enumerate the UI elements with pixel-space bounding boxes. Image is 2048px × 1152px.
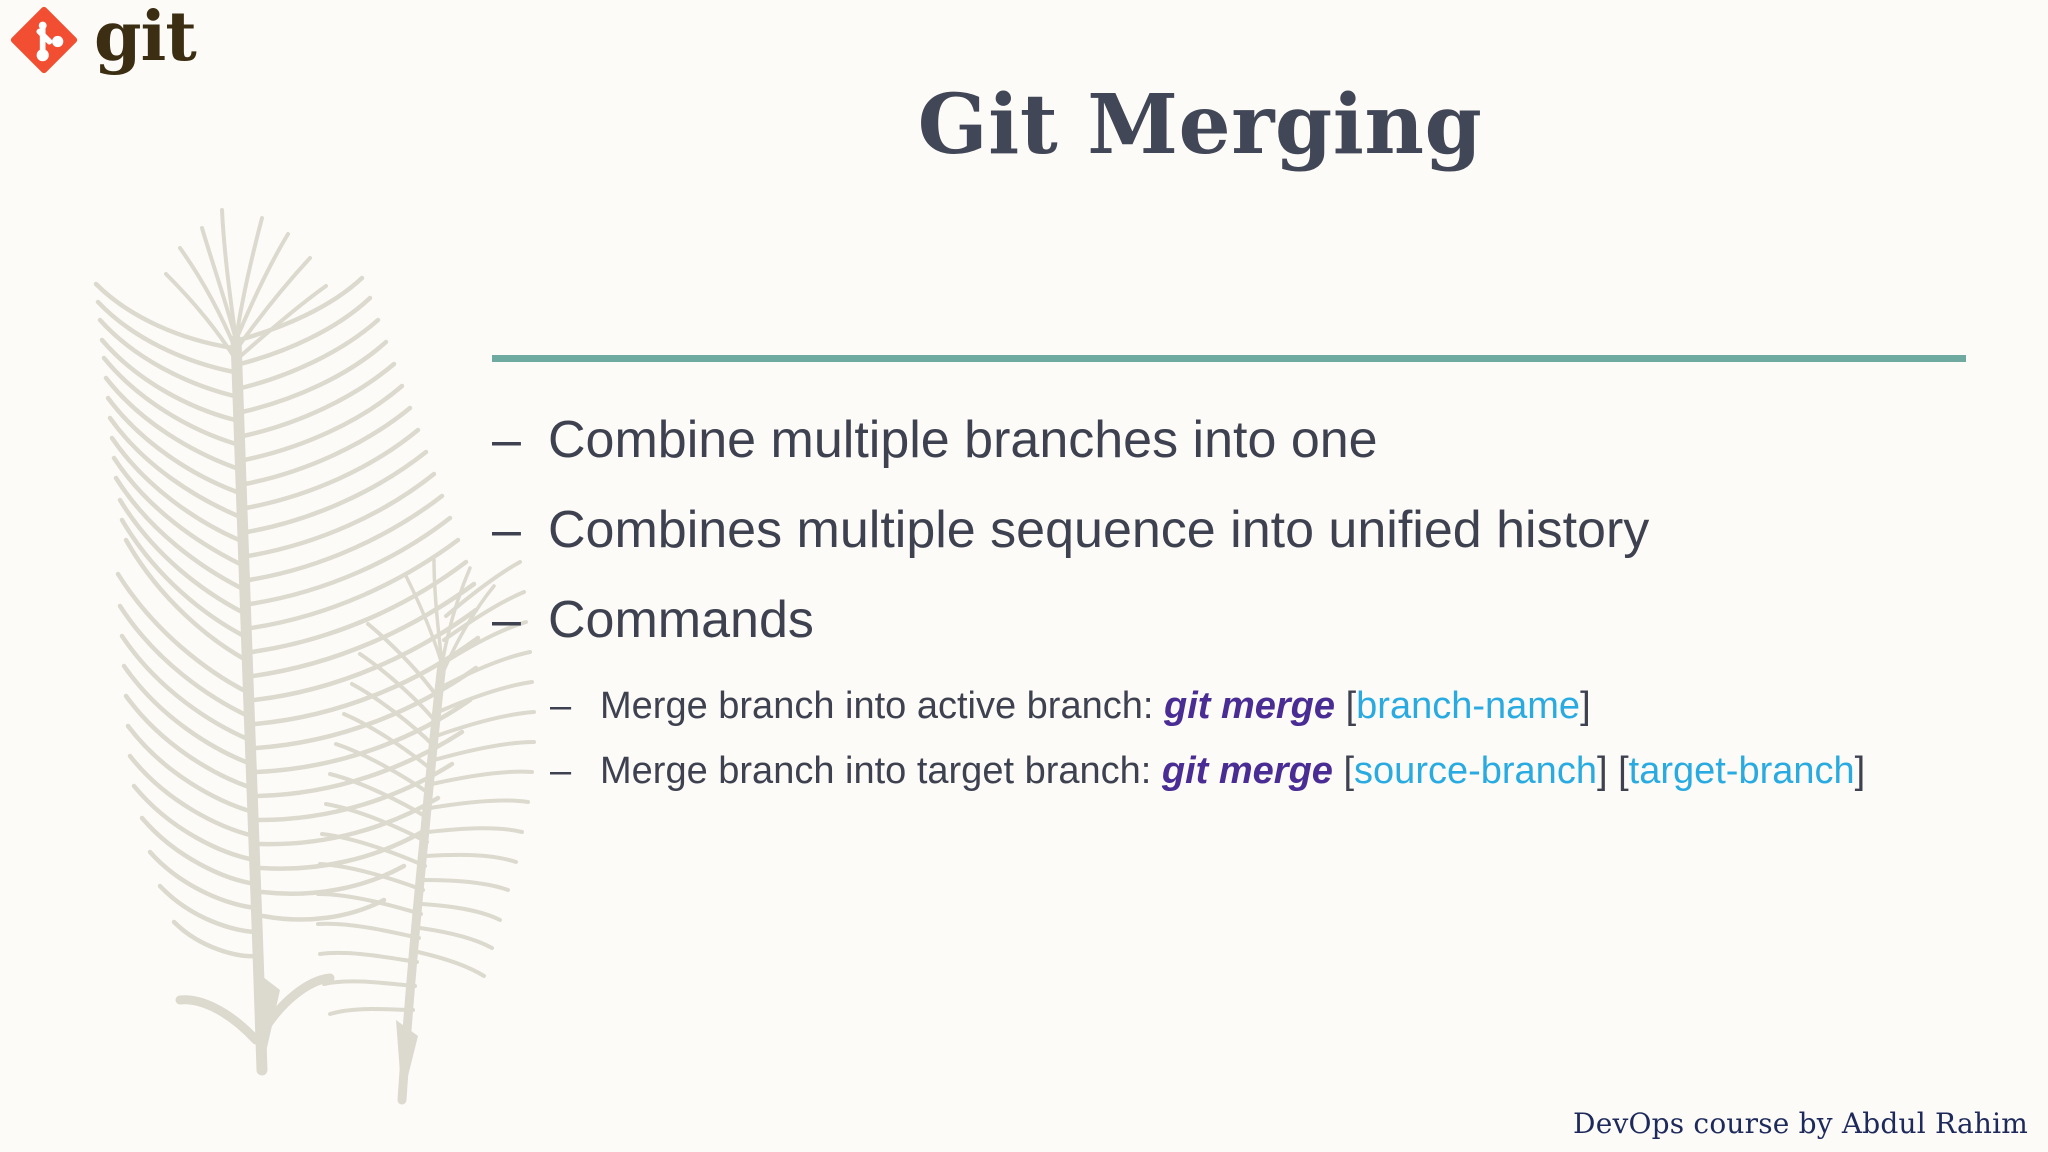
bracket-open: [ <box>1607 750 1629 793</box>
sub-bullet-item: – Merge branch into target branch: git m… <box>550 747 1952 796</box>
bullet-item: – Commands <box>492 592 1952 648</box>
sub-bullet-label: Merge branch into target branch: <box>600 750 1162 793</box>
bullet-item: – Combines multiple sequence into unifie… <box>492 502 1952 558</box>
bullet-text: Combine multiple branches into one <box>548 411 1378 469</box>
git-logo: git <box>6 0 246 80</box>
command-token: git merge <box>1161 750 1333 793</box>
slide-footer: DevOps course by Abdul Rahim <box>1573 1107 2028 1140</box>
page-title: Git Merging <box>917 77 1483 173</box>
bullet-marker: – <box>492 411 521 469</box>
bullet-marker: – <box>492 591 521 650</box>
sub-bullet-text: Merge branch into active branch: git mer… <box>600 682 1952 731</box>
git-wordmark: git <box>94 0 197 77</box>
sub-bullet-label: Merge branch into active branch: <box>600 685 1164 728</box>
bullet-marker: – <box>550 750 572 793</box>
bracket-open: [ <box>1335 685 1357 728</box>
title-divider <box>492 355 1966 362</box>
bracket-close: ] <box>1854 750 1866 793</box>
git-logo-icon <box>10 6 78 74</box>
feather-illustration <box>93 208 536 1105</box>
content-body: – Combine multiple branches into one – C… <box>492 412 1952 812</box>
bullet-text: Combines multiple sequence into unified … <box>548 501 1650 560</box>
argument-token: target-branch <box>1628 750 1855 793</box>
argument-token: source-branch <box>1354 750 1597 793</box>
bullet-marker: – <box>492 501 521 560</box>
bracket-close: ] <box>1580 685 1591 728</box>
sub-bullet-text: Merge branch into target branch: git mer… <box>600 747 1952 796</box>
bullet-marker: – <box>550 685 572 728</box>
bullet-item: – Combine multiple branches into one <box>492 412 1952 468</box>
bullet-text: Commands <box>548 591 814 650</box>
sub-bullet-item: – Merge branch into active branch: git m… <box>550 682 1952 731</box>
argument-token: branch-name <box>1356 685 1581 728</box>
command-token: git merge <box>1163 685 1336 728</box>
bracket-open: [ <box>1332 750 1355 793</box>
bracket-close: ] <box>1596 750 1608 793</box>
